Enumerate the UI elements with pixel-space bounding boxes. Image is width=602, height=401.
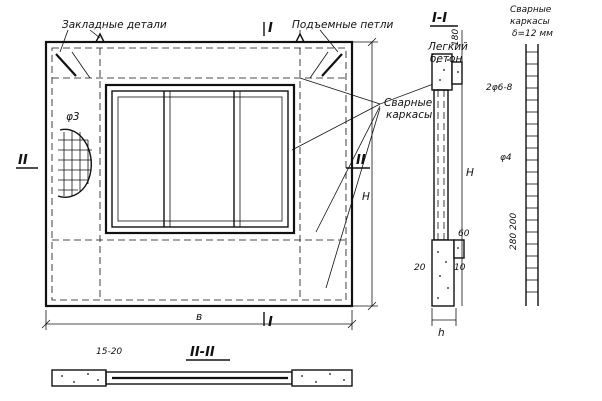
light-concrete-label-2: бетон	[430, 53, 462, 65]
lifting-loop-left	[95, 32, 105, 43]
side-cage-label-2: каркасы	[510, 17, 550, 27]
window-frame	[111, 90, 289, 228]
panel-reinforcement-contour	[51, 47, 347, 301]
svg-text:I: I	[268, 21, 273, 36]
dim-10-label: 10	[454, 263, 466, 273]
lifting-loops-label: Подъемные петли	[292, 19, 393, 31]
section-II-right-block	[291, 369, 353, 387]
side-cage: Сварные каркасы δ=12 мм 2φ6-8 φ4 280 200	[486, 5, 553, 306]
svg-text:II: II	[356, 153, 366, 168]
window-inner-frame	[117, 96, 283, 222]
dim-h-section-label: H	[466, 167, 474, 179]
dim-280-200-label: 280 200	[509, 213, 519, 250]
dim-h-small-label: h	[438, 327, 445, 339]
rebar-top-label: 2φ6-8	[486, 83, 513, 93]
side-cage-label-1: Сварные	[510, 5, 552, 15]
section-I-I: I-I h H 180 60 20 10 Легкий бетон	[414, 11, 474, 339]
section-I-I-title: I-I	[432, 11, 447, 26]
welded-cages-label-2: каркасы	[386, 109, 432, 121]
section-bottom-block	[431, 239, 455, 307]
dim-h-side-label: H	[362, 191, 370, 203]
side-cage-label-3: δ=12 мм	[512, 29, 553, 39]
front-view: H в I I II II Закладные детали Подъемные…	[16, 19, 445, 330]
section-column	[433, 89, 449, 241]
section-II-II-title: II-II	[190, 345, 215, 360]
svg-text:I: I	[268, 315, 273, 330]
dim-15-20-label: 15-20	[96, 347, 122, 357]
side-cage-rungs	[526, 51, 538, 293]
welded-cage-leaders	[291, 77, 445, 289]
section-II-left-block	[51, 369, 107, 387]
welded-cages-label-1: Сварные	[384, 97, 432, 109]
dim-20-label: 20	[414, 263, 426, 273]
rebar-mid-label: φ4	[500, 153, 512, 163]
svg-text:II: II	[18, 153, 28, 168]
section-II-II: II-II 15-20	[51, 345, 353, 387]
embedded-part-right	[321, 53, 343, 77]
window-opening	[104, 83, 296, 235]
panel-outline	[44, 40, 354, 308]
embedded-part-left	[55, 53, 77, 77]
dim-top-label: 180	[451, 29, 461, 46]
embedded-parts-label: Закладные детали	[62, 19, 167, 31]
light-concrete-label-1: Легкий	[427, 41, 468, 53]
dim-60-label: 60	[458, 229, 470, 239]
mesh-detail	[57, 128, 92, 198]
mesh-dia-label: φ3	[66, 111, 80, 123]
dim-b-label: в	[196, 311, 202, 323]
